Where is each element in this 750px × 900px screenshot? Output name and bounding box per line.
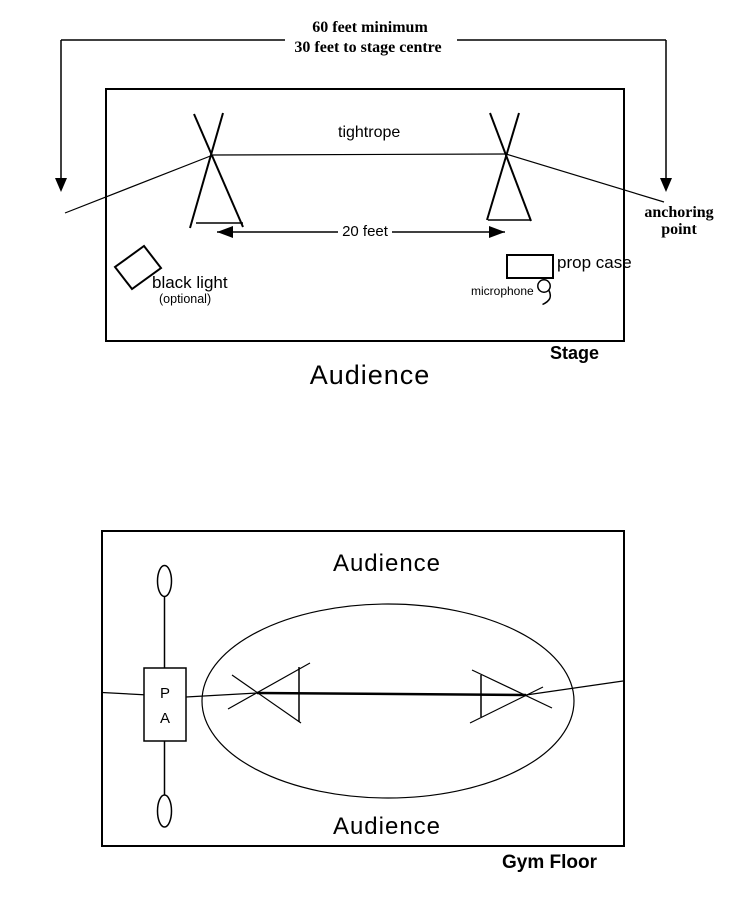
left-anchor-rope: [64, 154, 214, 214]
right-support-leg: [486, 112, 520, 221]
pa-letter-p: P: [159, 685, 170, 702]
span-left-arrowhead-icon: [217, 226, 233, 238]
gym-floor-label: Gym Floor: [502, 852, 598, 873]
performance-area-ellipse: [201, 603, 575, 799]
black-light-optional-note: (optional): [159, 292, 212, 306]
span-label-20ft: 20 feet: [342, 223, 388, 240]
stage-label: Stage: [550, 343, 600, 363]
gym-audience-top-label: Audience: [332, 550, 442, 577]
anchoring-point-label-line2: point: [661, 221, 697, 238]
stage-audience-label: Audience: [309, 360, 431, 390]
left-support-leg: [189, 112, 224, 229]
gym-right-support: [469, 669, 553, 724]
stage-outline: [105, 88, 625, 342]
right-support-frame: [486, 112, 532, 222]
black-light-label: black light: [152, 273, 228, 292]
speaker-bottom-shape: [156, 794, 173, 828]
prop-case-shape: [506, 254, 554, 279]
gym-rope-main-span: [256, 691, 527, 697]
anchoring-point-label: anchoring point: [629, 204, 729, 238]
black-light-shape: [113, 244, 163, 291]
right-down-arrowhead-icon: [660, 178, 672, 192]
microphone-head: [537, 279, 551, 293]
gym-floor-outline: [101, 530, 625, 847]
left-support-frame: [189, 112, 244, 229]
dimension-label-60ft: 60 feet minimum: [312, 19, 428, 36]
prop-case-label: prop case: [557, 253, 632, 272]
span-right-arrowhead-icon: [489, 226, 505, 238]
anchoring-point-label-line1: anchoring: [644, 204, 714, 221]
speaker-top-shape: [156, 564, 173, 598]
left-down-arrowhead-icon: [55, 178, 67, 192]
microphone-cable: [542, 290, 552, 306]
dimension-label-30ft: 30 feet to stage centre: [294, 39, 442, 56]
pa-letter-a: A: [159, 710, 170, 727]
microphone-label: microphone: [471, 284, 534, 298]
tightrope-line: [212, 153, 507, 156]
gym-left-support: [227, 662, 311, 724]
right-support-leg: [489, 112, 532, 222]
gym-left-support-diagonal: [231, 674, 302, 724]
measurement-bracket: [55, 39, 672, 192]
gym-left-support-diagonal: [227, 662, 311, 710]
gym-audience-bottom-label: Audience: [332, 813, 442, 840]
pa-box-shape: [143, 667, 187, 742]
pa-system: [143, 564, 187, 828]
right-anchor-rope: [505, 153, 665, 203]
gym-right-support-diagonal: [471, 669, 553, 709]
left-support-leg: [193, 113, 244, 228]
microphone-icon: [537, 279, 552, 306]
gym-rope-right-segment: [525, 680, 624, 696]
tightrope-and-anchor-ropes: [64, 153, 665, 214]
tightrope-label: tightrope: [338, 124, 401, 141]
gym-right-support-diagonal: [469, 686, 544, 724]
span-dimension-arrow: [217, 226, 505, 238]
